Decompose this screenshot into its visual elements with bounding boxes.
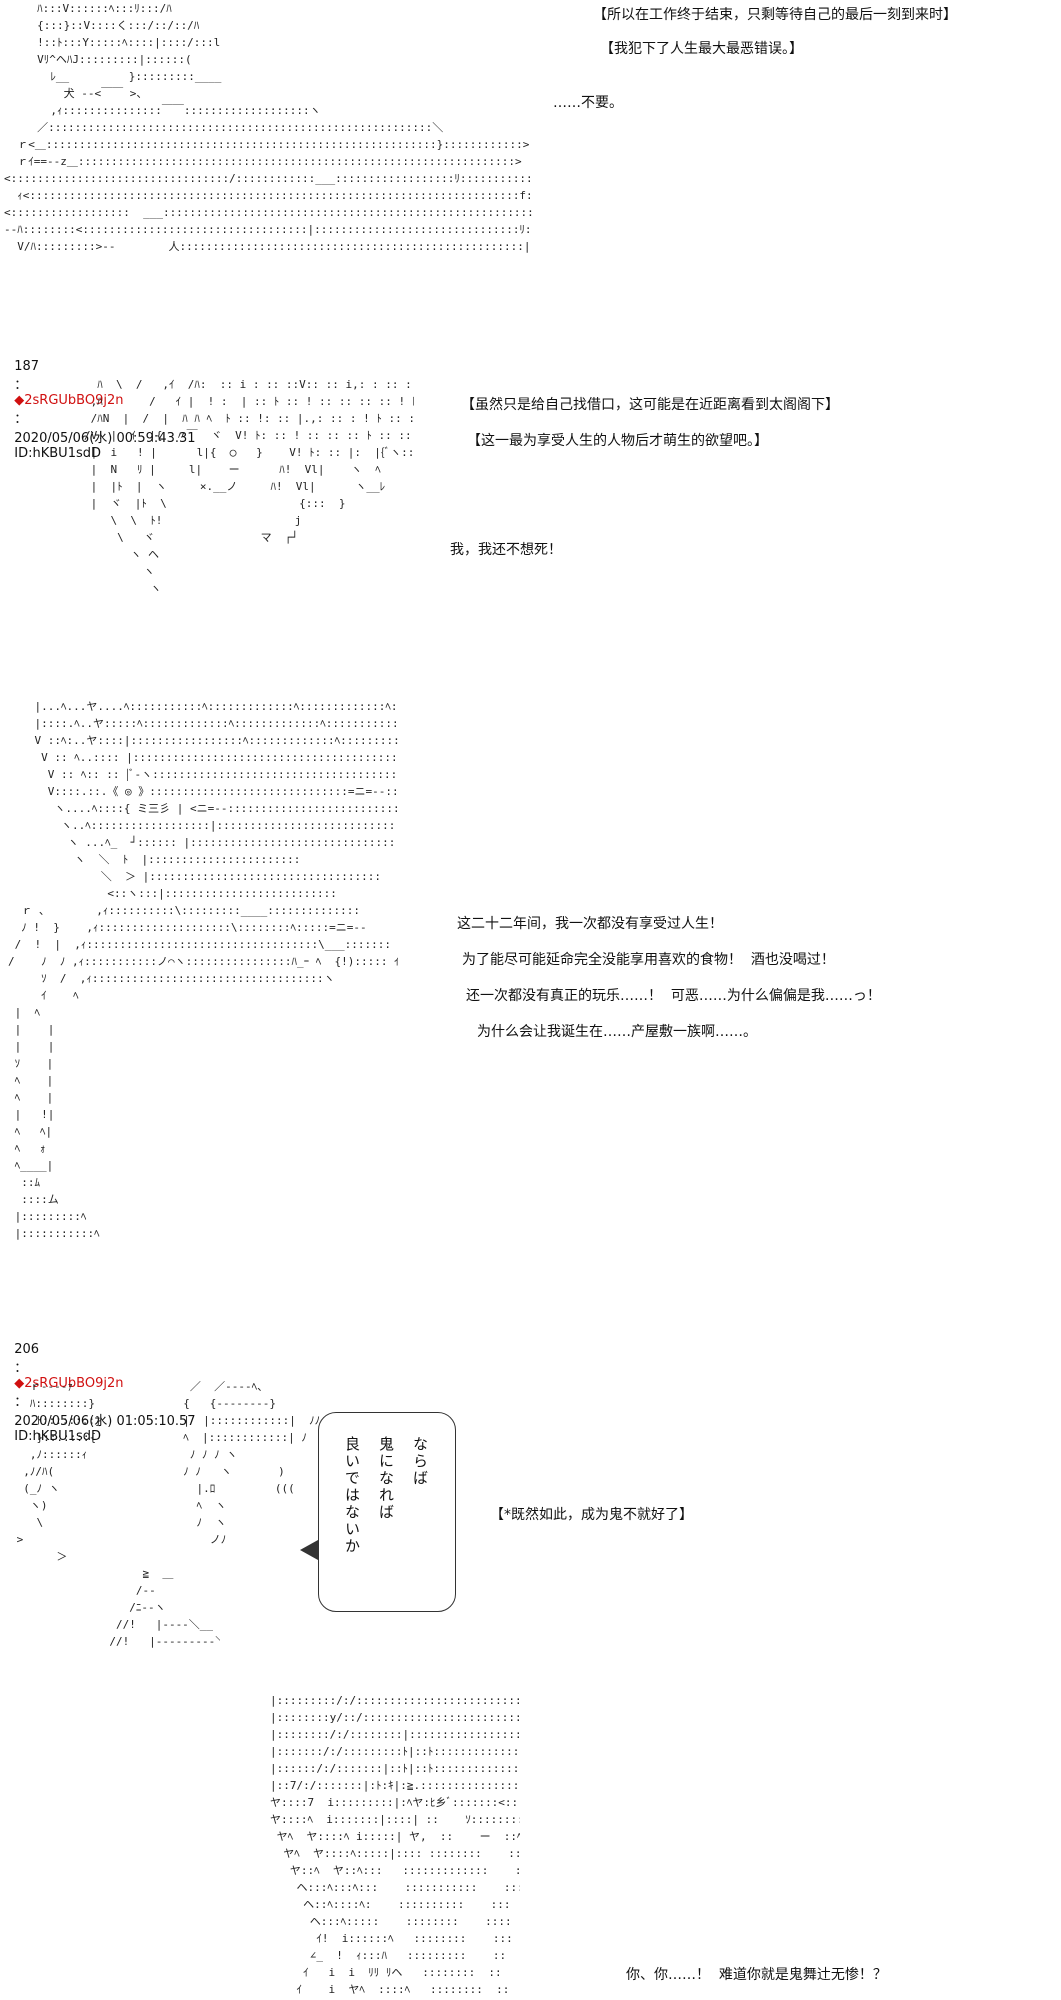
trip-diamond-icon: ◆ [14, 1376, 25, 1391]
post-separator: ： [14, 1361, 28, 1376]
ascii-art-figure-2: ﾊ \ / ,ｲ /ﾊ: :: i : :: ::V:: :: i,: : ::… [84, 378, 414, 595]
dialogue-line: 你、你……！ 难道你就是鬼舞辻无惨！？ [626, 1967, 887, 1983]
post-separator: ： [14, 412, 28, 427]
post-datetime: 2020/05/06(水) 00:59:43.31 [14, 431, 196, 446]
post-header: 187 ： ◆2sRGUbBO9j2n ： 2020/05/06(水) 00:5… [6, 344, 196, 461]
trip-diamond-icon: ◆ [14, 393, 25, 408]
post-number: 206 [14, 1342, 40, 1357]
narration-line: 【这一最为享受人生的人物后才萌生的欲望吧。】 [467, 433, 768, 449]
ascii-art-figure-4: ｒ‐‐‐‐ｧ ﾊ::::::::} ﾄ::::::::} }:::::::{ ,… [16, 1380, 220, 1648]
ascii-art-figure-1: ﾊ:::V::::::ﾍ:::ﾘ:::/ﾊ {:::}::V::::く:::/:… [4, 2, 534, 253]
post-datetime: 2020/05/06(水) 01:05:10.57 [14, 1414, 196, 1429]
bubble-text-col: ならば [411, 1436, 429, 1487]
ascii-art-figure-6: |:::::::::/:/:::::::::::::::::::::::::::… [270, 1694, 520, 1996]
narration-line: 【我犯下了人生最大最恶错误。】 [600, 41, 803, 57]
dialogue-line: 为什么会让我诞生在……产屋敷一族啊……。 [477, 1024, 757, 1040]
narration-line: 【*既然如此，成为鬼不就好了】 [490, 1507, 693, 1523]
dialogue-line: 这二十二年间，我一次都没有享受过人生！ [457, 916, 723, 932]
bubble-text-col: 良いではないか [343, 1436, 361, 1555]
post-separator: ： [14, 378, 28, 393]
dialogue-line: 还一次都没有真正的玩乐……！ 可恶……为什么偏偏是我……っ！ [466, 988, 881, 1004]
ascii-art-figure-5: ／ ／‐‐‐‐ﾍ、 { {‐‐‐‐‐‐‐‐} | |::::::::::::| … [183, 1380, 320, 1546]
ascii-art-figure-3: |...ﾍ...ヤ....ﾍ:::::::::::ﾍ:::::::::::::ﾍ… [8, 700, 398, 1240]
post-header: 206 ： ◆2sRGUbBO9j2n ： 2020/05/06(水) 01:0… [6, 1327, 196, 1444]
bubble-text-col: 鬼になれば [377, 1436, 395, 1521]
narration-line: 【所以在工作终于结束，只剩等待自己的最后一刻到来时】 [593, 7, 957, 23]
post-number: 187 [14, 359, 40, 374]
dialogue-line: 我，我还不想死！ [450, 542, 562, 558]
speech-bubble [318, 1412, 456, 1612]
narration-line: 【虽然只是给自己找借口，这可能是在近距离看到太阁阁下】 [461, 397, 839, 413]
dialogue-line: 为了能尽可能延命完全没能享用喜欢的食物！ 酒也没喝过！ [462, 952, 835, 968]
post-id[interactable]: ID:hKBU1sdD [14, 446, 101, 461]
post-id[interactable]: ID:hKBU1sdD [14, 1429, 101, 1444]
speech-bubble-tail [300, 1540, 318, 1560]
post-trip[interactable]: 2sRGUbBO9j2n [24, 1376, 124, 1391]
dialogue-line: ……不要。 [553, 95, 623, 111]
post-separator: ： [14, 1395, 28, 1410]
post-trip[interactable]: 2sRGUbBO9j2n [24, 393, 124, 408]
